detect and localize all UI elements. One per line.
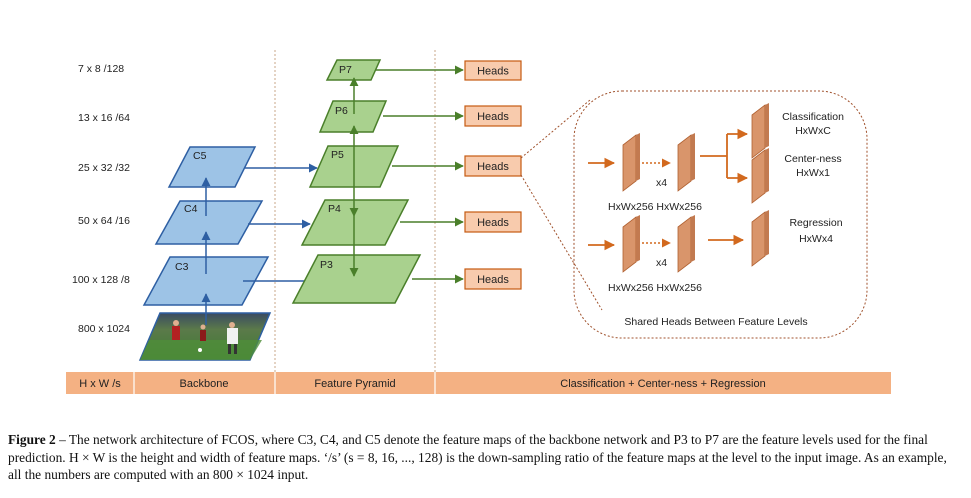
centerness-title: Center-ness [784,153,841,165]
shared-head-bottom-repeat-label: x4 [656,257,667,269]
pyramid-p4: P4 [300,199,410,246]
figure-caption: Figure 2 – The network architecture of F… [8,431,963,484]
heads-box-p6-label: Heads [477,111,509,123]
heads-box-p5: Heads [464,155,522,177]
shared-head-bottom-dims: HxWx256 HxWx256 [608,282,702,294]
bottom-bar-scale-label: H x W /s [79,378,121,390]
centerness-dim: HxWx1 [796,167,830,179]
heads-box-p7-label: Heads [477,66,509,78]
pyramid-p6: P6 [318,100,388,133]
zoom-line-bottom [520,174,603,311]
size-label-p7: 7 x 8 /128 [78,63,124,75]
heads-box-p3: Heads [464,268,522,290]
backbone-c4: C4 [154,200,264,245]
figure-caption-text: – The network architecture of FCOS, wher… [8,432,947,482]
shared-heads-footer: Shared Heads Between Feature Levels [624,316,807,328]
classification-output-map [751,103,769,159]
heads-box-p3-label: Heads [477,274,509,286]
bottom-bar-backbone-label: Backbone [180,378,229,390]
heads-box-p4-label: Heads [477,217,509,229]
input-image [138,312,272,361]
heads-box-p5-label: Heads [477,161,509,173]
classification-dim: HxWxC [795,125,831,137]
pyramid-p4-label: P4 [328,203,341,215]
size-label-p4: 50 x 64 /16 [78,215,130,227]
pyramid-p7: P7 [325,59,382,81]
pyramid-p6-label: P6 [335,105,348,117]
feature-map-bottom-1 [622,215,640,273]
bottom-bar: H x W /s Backbone Feature Pyramid Classi… [66,372,891,394]
heads-box-p7: Heads [464,60,522,81]
heads-box-p6: Heads [464,105,522,127]
feature-map-top-1 [622,133,640,192]
regression-dim: HxWx4 [799,233,833,245]
zoom-line-top [520,99,591,159]
backbone-c5-label: C5 [193,150,207,162]
backbone-c4-label: C4 [184,203,198,215]
shared-heads-region [573,90,868,339]
fcos-architecture-diagram: 7 x 8 /128 13 x 16 /64 25 x 32 /32 50 x … [66,50,891,394]
backbone-c5: C5 [167,146,257,188]
pyramid-p3: P3 [291,254,422,304]
size-label-p3: 100 x 128 /8 [72,274,130,286]
shared-head-top-dims: HxWx256 HxWx256 [608,201,702,213]
regression-output-map [751,210,769,267]
backbone-c3-label: C3 [175,261,189,273]
heads-box-p4: Heads [464,211,522,233]
bottom-bar-pyramid-label: Feature Pyramid [314,378,395,390]
size-label-p6: 13 x 16 /64 [78,112,130,124]
size-label-p5: 25 x 32 /32 [78,162,130,174]
shared-head-top-repeat-label: x4 [656,177,667,189]
feature-map-top-2 [677,133,695,192]
regression-title: Regression [789,217,842,229]
backbone-c3: C3 [142,256,270,306]
centerness-output-map [751,148,769,204]
figure-caption-label: Figure 2 [8,432,56,447]
pyramid-p7-label: P7 [339,64,352,76]
pyramid-p3-label: P3 [320,259,333,271]
bottom-bar-heads-label: Classification + Center-ness + Regressio… [560,378,765,390]
size-label-input: 800 x 1024 [78,323,130,335]
classification-title: Classification [782,111,844,123]
pyramid-p5-label: P5 [331,149,344,161]
feature-map-bottom-2 [677,215,695,273]
